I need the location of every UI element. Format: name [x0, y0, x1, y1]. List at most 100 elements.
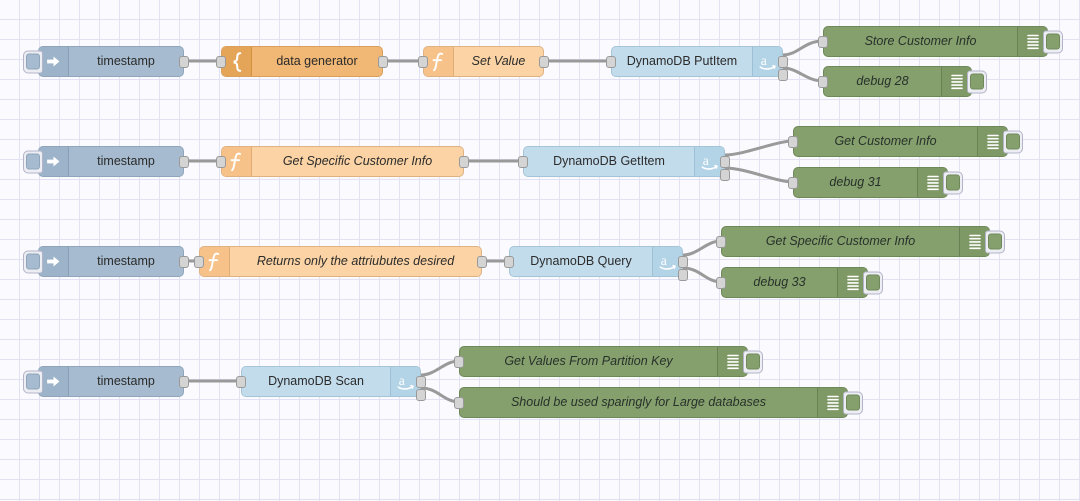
- node-debug-get-customer-info[interactable]: Get Customer Info: [788, 126, 1023, 157]
- node-debug-33[interactable]: debug 33: [716, 267, 883, 298]
- node-aws-dynamodb-query[interactable]: DynamoDB Query a: [504, 246, 688, 281]
- amazon-a-glyph: a: [701, 153, 718, 170]
- node-function-get-specific-customer-info[interactable]: Get Specific Customer Info: [216, 146, 469, 177]
- input-port[interactable]: [454, 355, 464, 368]
- svg-text:a: a: [398, 373, 404, 388]
- output-port[interactable]: [179, 375, 189, 388]
- input-port[interactable]: [518, 155, 528, 168]
- input-port[interactable]: [818, 75, 828, 88]
- node-inject-timestamp-1[interactable]: timestamp: [23, 46, 189, 77]
- input-port[interactable]: [504, 255, 514, 268]
- amazon-a-icon: a: [752, 47, 782, 76]
- output-port-2[interactable]: [416, 389, 426, 401]
- input-port[interactable]: [216, 55, 226, 68]
- inject-arrow-glyph: [47, 376, 60, 387]
- node-label: timestamp: [97, 54, 155, 69]
- debug-toggle-square: [846, 394, 860, 411]
- svg-text:a: a: [702, 153, 708, 168]
- node-aws-dynamodb-putitem[interactable]: DynamoDB PutItem a: [606, 46, 788, 81]
- output-port[interactable]: [477, 255, 487, 268]
- input-port[interactable]: [606, 55, 616, 68]
- node-debug-get-values-from-partition-key[interactable]: Get Values From Partition Key: [454, 346, 763, 377]
- node-debug-get-specific-customer-info[interactable]: Get Specific Customer Info: [716, 226, 1005, 257]
- node-aws-dynamodb-getitem[interactable]: DynamoDB GetItem a: [518, 146, 730, 181]
- debug-lines-glyph: [968, 234, 981, 249]
- input-port[interactable]: [716, 235, 726, 248]
- node-label: Get Specific Customer Info: [765, 234, 916, 249]
- node-template-data-generator[interactable]: data generator: [216, 46, 388, 77]
- inject-trigger-button[interactable]: [23, 50, 43, 73]
- debug-lines-icon: [941, 67, 971, 96]
- node-debug-store-customer-info[interactable]: Store Customer Info: [818, 26, 1063, 57]
- node-inject-timestamp-2[interactable]: timestamp: [23, 146, 189, 177]
- node-debug-28[interactable]: debug 28: [818, 66, 987, 97]
- debug-toggle-square: [866, 274, 880, 291]
- node-label: Get Specific Customer Info: [282, 154, 433, 169]
- input-port[interactable]: [236, 375, 246, 388]
- output-port-2[interactable]: [678, 269, 688, 281]
- debug-toggle-square: [970, 73, 984, 90]
- input-port[interactable]: [418, 55, 428, 68]
- output-port-1[interactable]: [720, 156, 730, 168]
- inject-trigger-square: [26, 53, 40, 70]
- input-port[interactable]: [454, 396, 464, 409]
- amazon-a-glyph: a: [659, 253, 676, 270]
- inject-trigger-square: [26, 153, 40, 170]
- debug-toggle-button[interactable]: [863, 271, 883, 294]
- node-aws-dynamodb-scan[interactable]: DynamoDB Scan a: [236, 366, 426, 401]
- node-label: DynamoDB Query: [530, 254, 632, 269]
- node-debug-31[interactable]: debug 31: [788, 167, 963, 198]
- node-label: debug 31: [829, 175, 882, 190]
- node-inject-timestamp-4[interactable]: timestamp: [23, 366, 189, 397]
- output-port-2[interactable]: [778, 69, 788, 81]
- output-port[interactable]: [179, 255, 189, 268]
- input-port[interactable]: [818, 35, 828, 48]
- debug-toggle-button[interactable]: [1043, 30, 1063, 53]
- debug-toggle-button[interactable]: [967, 70, 987, 93]
- template-brace-glyph: [233, 51, 241, 72]
- input-port[interactable]: [194, 255, 204, 268]
- input-port[interactable]: [716, 276, 726, 289]
- node-label: debug 28: [856, 74, 909, 89]
- function-f-glyph: [208, 252, 220, 271]
- inject-trigger-button[interactable]: [23, 250, 43, 273]
- amazon-a-icon: a: [390, 367, 420, 396]
- output-port[interactable]: [459, 155, 469, 168]
- input-port[interactable]: [788, 176, 798, 189]
- debug-toggle-button[interactable]: [1003, 130, 1023, 153]
- node-function-returns-only-attributes-desired[interactable]: Returns only the attriubutes desired: [194, 246, 487, 277]
- output-port-1[interactable]: [678, 256, 688, 268]
- output-port-1[interactable]: [416, 376, 426, 388]
- node-debug-should-be-used-sparingly[interactable]: Should be used sparingly for Large datab…: [454, 387, 863, 418]
- inject-trigger-button[interactable]: [23, 150, 43, 173]
- node-label: timestamp: [97, 374, 155, 389]
- amazon-a-glyph: a: [759, 53, 776, 70]
- node-inject-timestamp-3[interactable]: timestamp: [23, 246, 189, 277]
- debug-toggle-button[interactable]: [943, 171, 963, 194]
- inject-trigger-button[interactable]: [23, 370, 43, 393]
- debug-toggle-button[interactable]: [843, 391, 863, 414]
- output-port[interactable]: [179, 55, 189, 68]
- inject-arrow-icon: [39, 47, 69, 76]
- input-port[interactable]: [788, 135, 798, 148]
- node-label: DynamoDB GetItem: [553, 154, 665, 169]
- node-function-set-value[interactable]: Set Value: [418, 46, 549, 77]
- output-port-1[interactable]: [778, 56, 788, 68]
- amazon-a-icon: a: [652, 247, 682, 276]
- debug-toggle-square: [946, 174, 960, 191]
- debug-lines-icon: [917, 168, 947, 197]
- debug-toggle-button[interactable]: [743, 350, 763, 373]
- output-port[interactable]: [378, 55, 388, 68]
- wire-getitem-to-getcustomer: [724, 139, 794, 157]
- debug-lines-glyph: [1026, 34, 1039, 49]
- output-port[interactable]: [179, 155, 189, 168]
- debug-toggle-button[interactable]: [985, 230, 1005, 253]
- input-port[interactable]: [216, 155, 226, 168]
- output-port[interactable]: [539, 55, 549, 68]
- output-port-2[interactable]: [720, 169, 730, 181]
- debug-lines-glyph: [726, 354, 739, 369]
- debug-lines-icon: [837, 268, 867, 297]
- debug-lines-icon: [977, 127, 1007, 156]
- debug-lines-glyph: [986, 134, 999, 149]
